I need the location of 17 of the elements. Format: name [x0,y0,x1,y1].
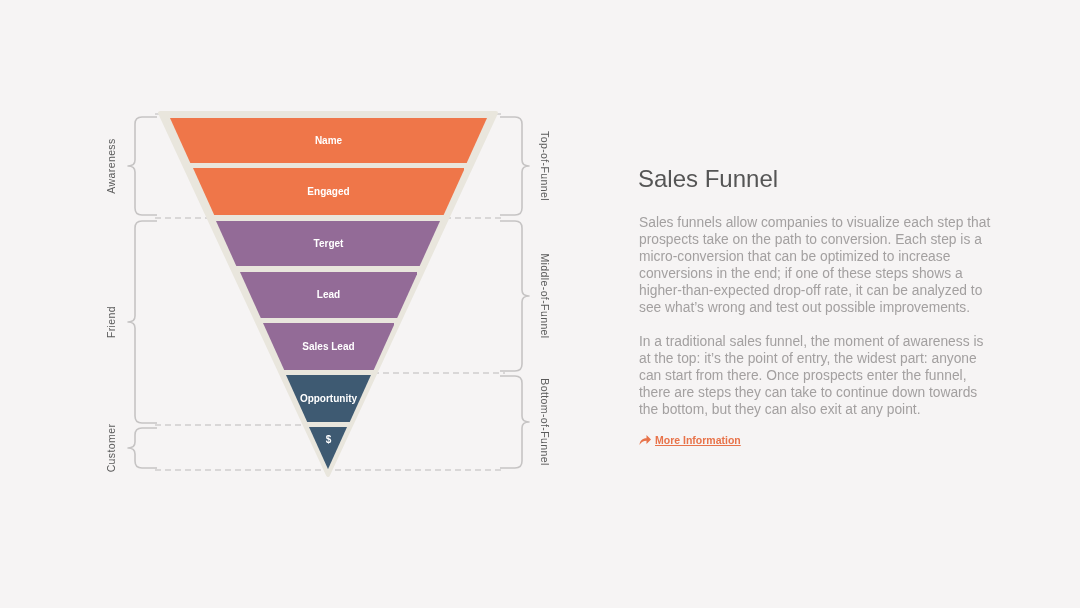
stage-label: Name [314,134,343,147]
stage-label: Sales Lead [302,340,355,353]
stage-group-label: Bottom-of-Funnel [539,378,551,466]
paragraph: In a traditional sales funnel, the moment of awareness is at the top: it’s the point of entry, the widest part: anyone can start from there. Once prospects enter the funnel, there are steps they can take to continue down towards the bottom, but they can also exit at any point. [639,333,985,418]
stage-label: $ [325,433,332,446]
stage-group-label: Customer [105,423,117,473]
more-information-link: More Information [639,434,741,446]
paragraph: Sales funnels allow companies to visualize each step that prospects take on the path to conversion. Each step is a micro-conversion that can be optimized to increase conversions in the end; if one of these steps shows a higher-than-expected drop-off rate, it can be analyzed to see what’s wrong and test out possible improvements. [639,214,992,316]
stage-group-label: Middle-of-Funnel [539,253,551,339]
stage-group-label: Top-of-Funnel [539,131,551,201]
title: Sales Funnel [638,164,779,193]
stage-group-label: Friend [105,305,117,339]
stage-group-label: Awareness [105,138,117,194]
stage-label: Opportunity [299,392,358,405]
stage-label: Engaged [307,185,350,198]
stage-label: Lead [316,289,341,301]
stage-label: Terget [313,237,344,250]
